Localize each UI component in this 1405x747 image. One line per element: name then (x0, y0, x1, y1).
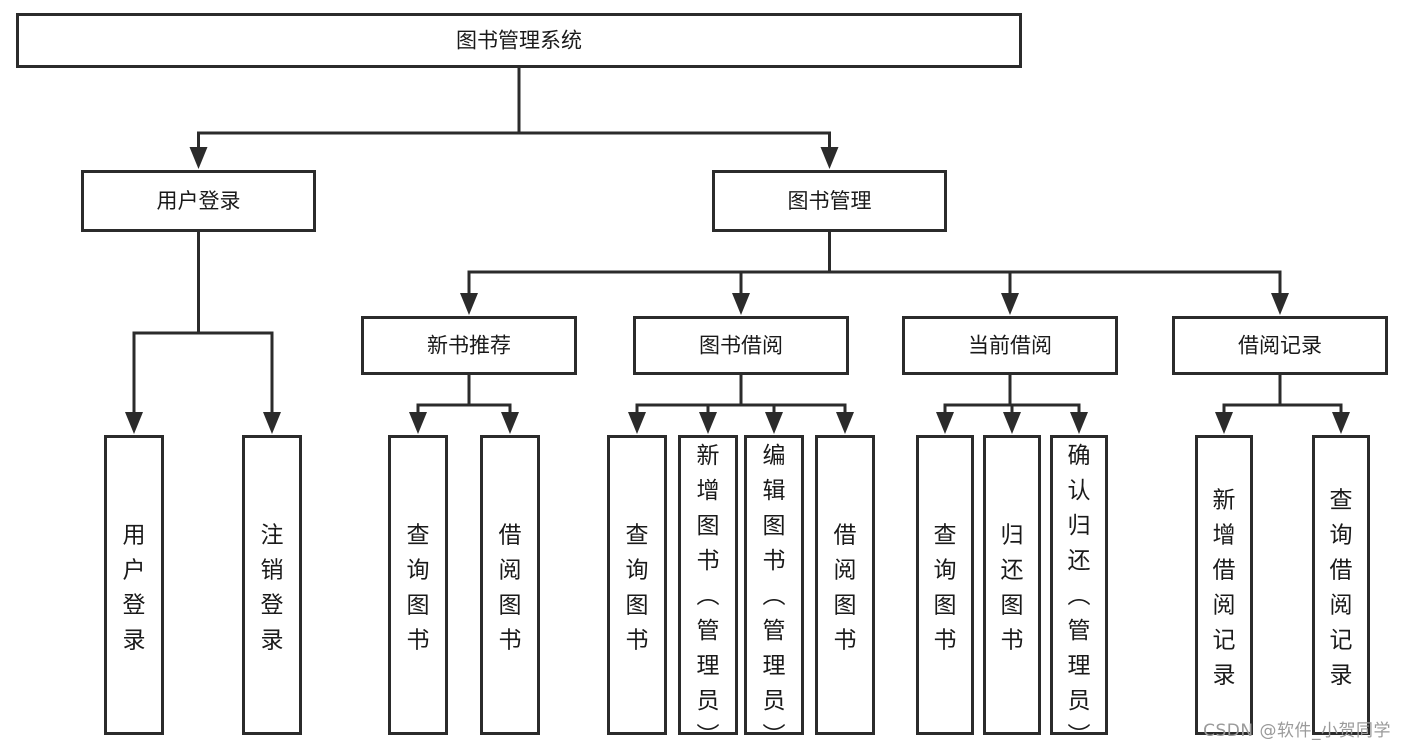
node-leaf-edit-book-admin[interactable]: 编辑图书︵管理员︶ (744, 435, 804, 747)
node-leaf-confirm-return-admin[interactable]: 确认归还︵管理员︶ (1050, 435, 1108, 747)
node-label: 当前借阅 (968, 334, 1052, 358)
arrow-head-icon (1332, 412, 1350, 434)
node-box (902, 316, 1118, 375)
arrow-head-icon (1215, 412, 1233, 434)
arrow-head-icon (409, 412, 427, 434)
node-box (16, 13, 1022, 68)
node-label: 借阅图书 (499, 522, 522, 653)
node-box (744, 435, 804, 735)
arrow-head-icon (732, 293, 750, 315)
node-label: 新增借阅记录 (1213, 487, 1236, 688)
node-leaf-return-book[interactable]: 归还图书 (983, 435, 1041, 735)
node-book-manage[interactable]: 图书管理 (712, 170, 947, 232)
arrow-head-icon (699, 412, 717, 434)
connector-layer (125, 66, 1350, 434)
node-label: 图书管理系统 (456, 29, 582, 53)
node-box (815, 435, 875, 735)
node-box (480, 435, 540, 735)
node-user-login[interactable]: 用户登录 (81, 170, 316, 232)
node-leaf-add-book-admin[interactable]: 新增图书︵管理员︶ (678, 435, 738, 747)
node-leaf-query-borrow-record[interactable]: 查询借阅记录 (1312, 435, 1370, 735)
node-book-borrow[interactable]: 图书借阅 (633, 316, 849, 375)
node-current-borrow[interactable]: 当前借阅 (902, 316, 1118, 375)
arrow-head-icon (628, 412, 646, 434)
node-box (242, 435, 302, 735)
arrow-head-icon (125, 412, 143, 434)
node-box (388, 435, 448, 735)
arrow-head-icon (1003, 412, 1021, 434)
node-leaf-add-borrow-record[interactable]: 新增借阅记录 (1195, 435, 1253, 735)
node-borrow-record[interactable]: 借阅记录 (1172, 316, 1388, 375)
node-label: 归还图书 (1001, 522, 1024, 653)
node-leaf-query-book-2[interactable]: 查询图书 (607, 435, 667, 735)
node-label: 用户登录 (157, 189, 241, 213)
arrow-head-icon (263, 412, 281, 434)
node-box (104, 435, 164, 735)
node-label: 用户登录 (123, 522, 146, 653)
node-box (712, 170, 947, 232)
arrow-head-icon (501, 412, 519, 434)
node-leaf-query-book-1[interactable]: 查询图书 (388, 435, 448, 735)
node-leaf-user-login[interactable]: 用户登录 (104, 435, 164, 735)
node-new-book-rec[interactable]: 新书推荐 (361, 316, 577, 375)
node-label: 查询图书 (407, 522, 430, 653)
node-box (81, 170, 316, 232)
node-root[interactable]: 图书管理系统 (16, 13, 1022, 68)
node-box (1172, 316, 1388, 375)
node-box (916, 435, 974, 735)
arrow-head-icon (460, 293, 478, 315)
node-box (633, 316, 849, 375)
node-box (607, 435, 667, 735)
arrow-head-icon (765, 412, 783, 434)
node-box (1050, 435, 1108, 735)
node-box (983, 435, 1041, 735)
node-leaf-logout-login[interactable]: 注销登录 (242, 435, 302, 735)
node-label: 借阅记录 (1238, 334, 1322, 358)
node-box (361, 316, 577, 375)
node-leaf-borrow-book-2[interactable]: 借阅图书 (815, 435, 875, 735)
node-label: 图书借阅 (699, 334, 783, 358)
node-label: 查询图书 (626, 522, 649, 653)
node-box (678, 435, 738, 735)
node-label: 借阅图书 (834, 522, 857, 653)
node-layer: 图书管理系统用户登录图书管理新书推荐图书借阅当前借阅借阅记录用户登录注销登录查询… (16, 13, 1388, 747)
node-label: 编辑图书︵管理员︶ (763, 443, 786, 747)
node-label: 查询图书 (934, 522, 957, 653)
arrow-head-icon (836, 412, 854, 434)
arrow-head-icon (189, 147, 208, 169)
arrow-head-icon (1271, 293, 1289, 315)
node-label: 新增图书︵管理员︶ (697, 443, 720, 747)
arrow-head-icon (936, 412, 954, 434)
node-label: 注销登录 (261, 522, 284, 653)
node-box (1195, 435, 1253, 735)
node-box (1312, 435, 1370, 735)
node-label: 确认归还︵管理员︶ (1068, 443, 1091, 747)
node-label: 查询借阅记录 (1330, 487, 1353, 688)
arrow-head-icon (1001, 293, 1019, 315)
node-label: 图书管理 (788, 189, 872, 213)
node-label: 新书推荐 (427, 334, 511, 358)
node-leaf-borrow-book-1[interactable]: 借阅图书 (480, 435, 540, 735)
arrow-head-icon (820, 147, 839, 169)
node-leaf-query-book-3[interactable]: 查询图书 (916, 435, 974, 735)
arrow-head-icon (1070, 412, 1088, 434)
